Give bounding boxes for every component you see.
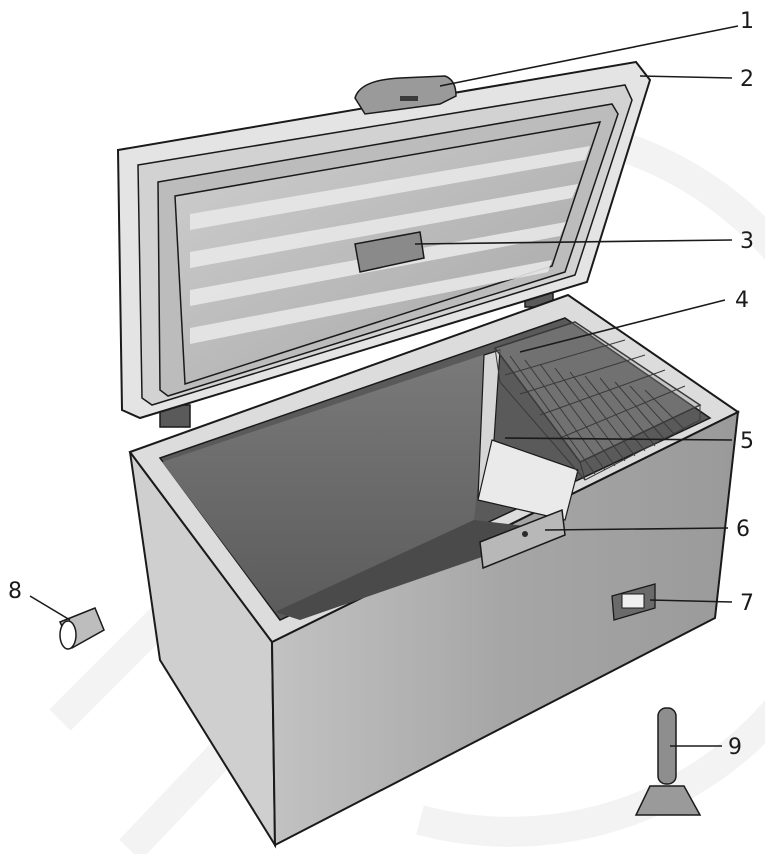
callout-7: 7 bbox=[740, 591, 754, 616]
wire-basket bbox=[493, 321, 702, 481]
drain-plug bbox=[58, 607, 105, 650]
interior-back-wall bbox=[162, 352, 492, 612]
callout-6: 6 bbox=[736, 517, 750, 542]
leader-6 bbox=[544, 527, 729, 531]
leader-8 bbox=[29, 595, 71, 621]
lid bbox=[116, 60, 652, 428]
lid-handle bbox=[354, 75, 457, 115]
callout-8: 8 bbox=[8, 579, 22, 604]
callout-1: 1 bbox=[740, 9, 754, 34]
callout-9: 9 bbox=[728, 735, 742, 760]
leader-7 bbox=[649, 599, 733, 603]
callout-2: 2 bbox=[740, 67, 754, 92]
callout-4: 4 bbox=[735, 288, 749, 313]
leader-3 bbox=[414, 239, 733, 245]
callout-lines bbox=[29, 25, 739, 747]
leader-1 bbox=[439, 25, 739, 87]
control-knob bbox=[522, 531, 528, 537]
compressor-step bbox=[477, 439, 579, 521]
callout-3: 3 bbox=[740, 229, 754, 254]
leader-5 bbox=[504, 437, 733, 441]
ice-scraper bbox=[634, 707, 702, 816]
leader-4 bbox=[519, 299, 726, 353]
callout-numbers: 1 2 3 4 5 6 7 8 9 bbox=[8, 9, 754, 760]
control-panel bbox=[479, 508, 566, 570]
callout-5: 5 bbox=[740, 429, 754, 454]
side-grille-window bbox=[621, 593, 645, 609]
lid-handle-latch bbox=[400, 96, 418, 101]
leader-2 bbox=[639, 75, 733, 79]
lid-light bbox=[354, 231, 425, 273]
cabinet bbox=[128, 293, 740, 849]
